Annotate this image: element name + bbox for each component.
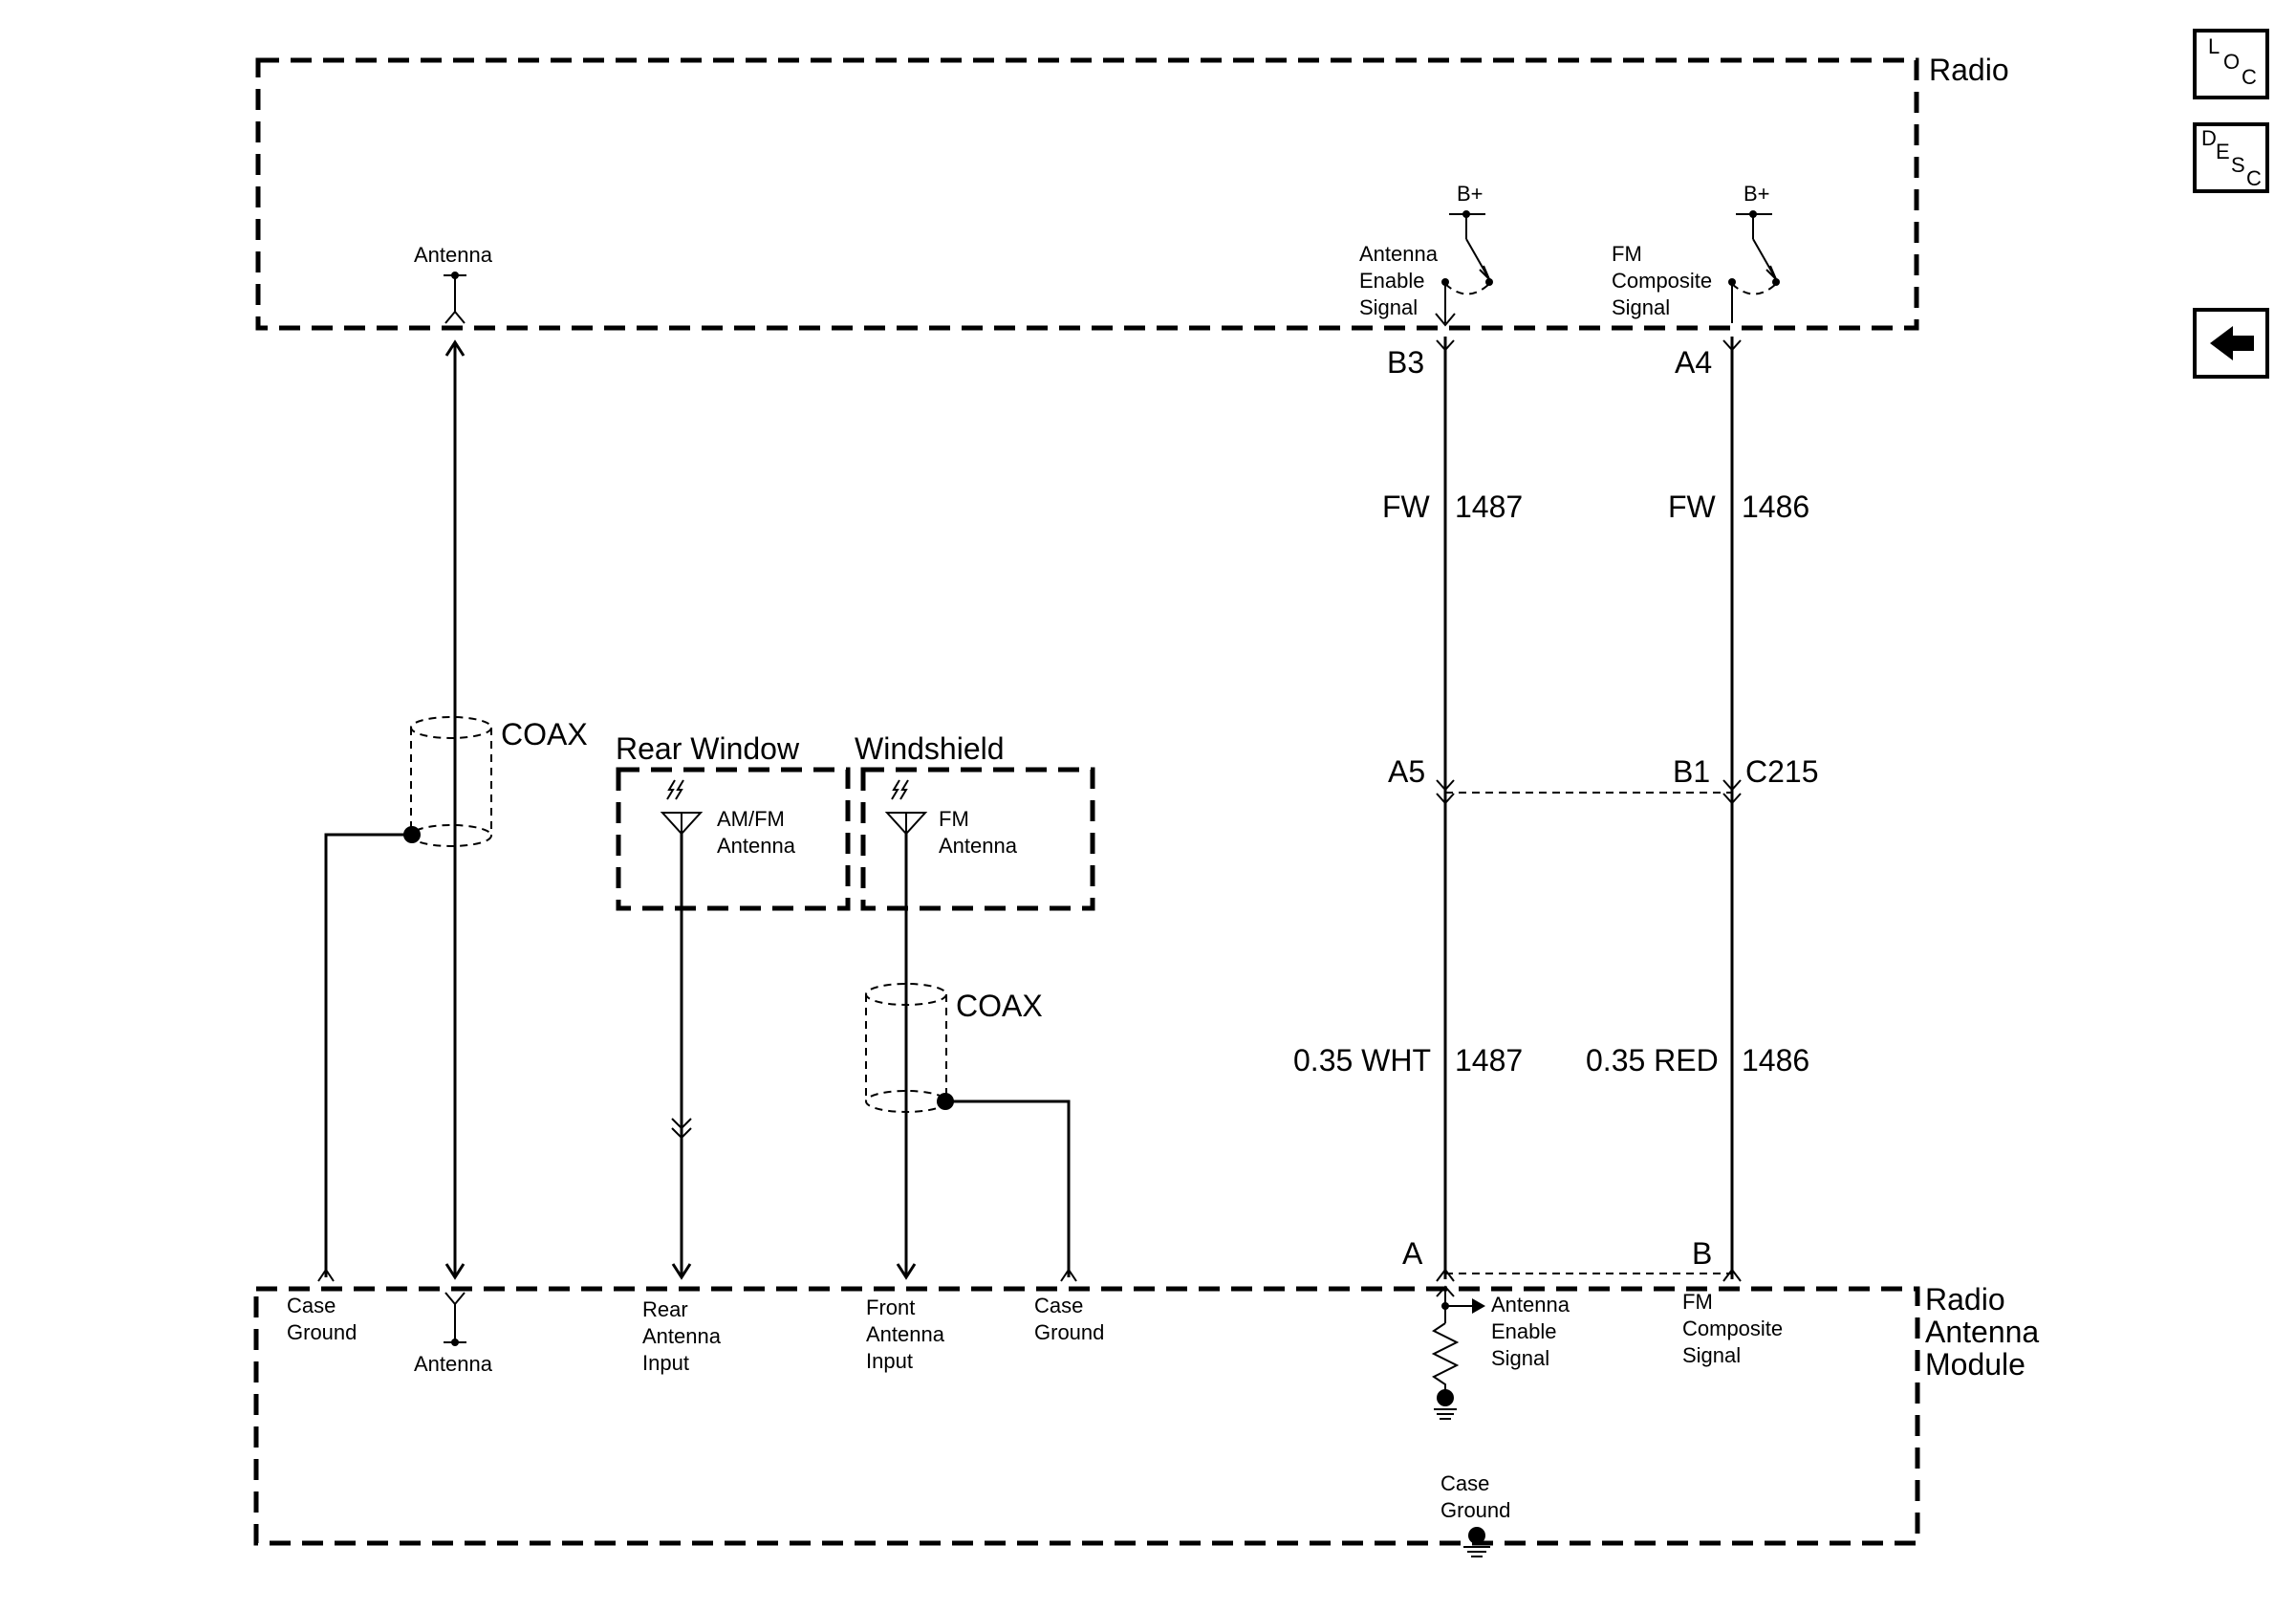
module-antenna-enable-input <box>1431 1285 1485 1420</box>
wire-1487-lower-circuit: 1487 <box>1455 1043 1523 1078</box>
svg-text:L: L <box>2208 34 2220 58</box>
desc-button[interactable]: D E S C <box>2193 122 2269 193</box>
left-arrow-icon <box>2210 326 2254 360</box>
radio-component-box <box>255 57 1919 331</box>
module-case-ground-bottom-label: Case Ground <box>1440 1471 1510 1522</box>
am-fm-antenna-icon <box>660 779 704 836</box>
radio-antenna-enable-signal-label: Antenna Enable Signal <box>1359 242 1443 319</box>
wire-1486-lower-circuit: 1486 <box>1742 1043 1809 1078</box>
windshield-antenna-box <box>860 767 1095 911</box>
connector-a-label: A <box>1402 1236 1423 1271</box>
module-fm-composite-signal-label: FM Composite Signal <box>1682 1290 1788 1367</box>
wire-1486-lower-color: 0.35 RED <box>1586 1043 1719 1078</box>
rear-antenna-wire <box>671 834 692 1280</box>
wire-1486-upper-circuit: 1486 <box>1742 490 1809 524</box>
wire-1486-upper-color: FW <box>1668 490 1717 524</box>
connector-b3-label: B3 <box>1387 345 1424 380</box>
svg-text:S: S <box>2231 153 2245 177</box>
module-front-antenna-input-label: Front Antenna Input <box>866 1295 950 1373</box>
module-case-ground-left-label: Case Ground <box>287 1294 357 1344</box>
svg-text:E: E <box>2216 140 2230 163</box>
fm-composite-switch: B+ <box>1728 182 1780 323</box>
rear-window-antenna-box <box>616 767 851 911</box>
radio-antenna-module-box <box>253 1286 1920 1546</box>
svg-text:B+: B+ <box>1744 182 1770 206</box>
front-antenna-wire <box>896 834 917 1280</box>
radio-antenna-module-label: Radio Antenna Module <box>1925 1282 2047 1382</box>
svg-text:O: O <box>2223 50 2240 74</box>
wire-1487-upper-circuit: 1487 <box>1455 490 1523 524</box>
connector-a5-label: A5 <box>1388 754 1425 789</box>
windshield-label: Windshield <box>855 731 1005 766</box>
connector-a4-label: A4 <box>1675 345 1712 380</box>
main-antenna-coax-wire <box>444 339 466 1280</box>
module-case-ground-mid-label: Case Ground <box>1034 1294 1104 1344</box>
am-fm-antenna-label: AM/FM Antenna <box>717 807 796 858</box>
svg-text:D: D <box>2201 126 2217 150</box>
wire-1487-lower-color: 0.35 WHT <box>1293 1043 1431 1078</box>
svg-text:C: C <box>2246 166 2262 190</box>
connector-b1-label: B1 <box>1673 754 1710 789</box>
svg-text:Antenna: Antenna <box>414 243 493 267</box>
back-button[interactable] <box>2193 308 2269 379</box>
svg-text:Antenna: Antenna <box>414 1352 493 1376</box>
rear-window-label: Rear Window <box>616 731 800 766</box>
wire-1486 <box>1722 337 1742 1282</box>
fm-antenna-icon <box>884 779 928 836</box>
module-rear-antenna-input-label: Rear Antenna Input <box>642 1297 726 1375</box>
coax-shield-left <box>317 716 492 1282</box>
module-antenna-enable-signal-label: Antenna Enable Signal <box>1491 1293 1575 1370</box>
antenna-enable-switch: B+ <box>1435 182 1493 327</box>
coax-label-left: COAX <box>501 717 588 751</box>
wire-1487 <box>1436 337 1455 1282</box>
coax-shield-right <box>865 983 1077 1282</box>
svg-text:C: C <box>2242 65 2257 89</box>
coax-label-right: COAX <box>956 989 1043 1023</box>
connector-c215-label: C215 <box>1745 754 1819 789</box>
connector-b-label: B <box>1692 1236 1712 1271</box>
module-antenna-pin: Antenna <box>414 1292 493 1376</box>
radio-label: Radio <box>1929 53 2009 87</box>
fm-antenna-label: FM Antenna <box>939 807 1018 858</box>
radio-fm-composite-signal-label: FM Composite Signal <box>1612 242 1718 319</box>
loc-button[interactable]: L O C <box>2193 29 2269 99</box>
svg-text:B+: B+ <box>1457 182 1484 206</box>
case-ground-icon <box>1463 1527 1490 1557</box>
wire-1487-upper-color: FW <box>1382 490 1431 524</box>
radio-antenna-pin: Antenna <box>414 243 493 324</box>
